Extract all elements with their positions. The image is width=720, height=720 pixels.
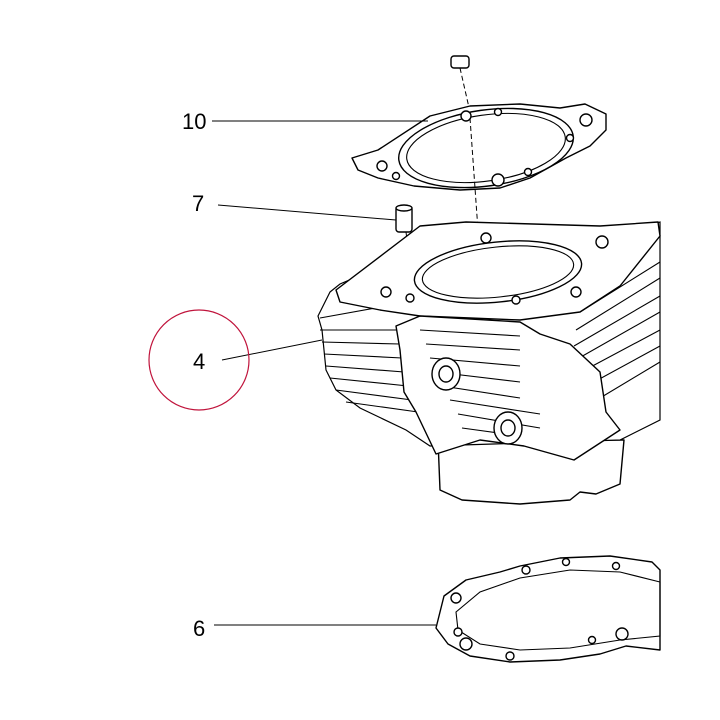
callout-label-4[interactable]: 4 (193, 349, 205, 374)
callout-label-7[interactable]: 7 (192, 191, 204, 216)
cylinder-barrel-part-4[interactable] (317, 221, 661, 505)
callout-label-6[interactable]: 6 (193, 616, 205, 641)
base-gasket-part-6[interactable] (435, 555, 661, 663)
leader-line-7 (217, 204, 397, 221)
head-gasket-part-10[interactable] (351, 98, 607, 231)
cylinder-stud (450, 55, 471, 113)
callout-label-10[interactable]: 10 (182, 109, 206, 134)
callout-highlight-ring (148, 309, 250, 411)
leader-line-4 (221, 339, 323, 361)
